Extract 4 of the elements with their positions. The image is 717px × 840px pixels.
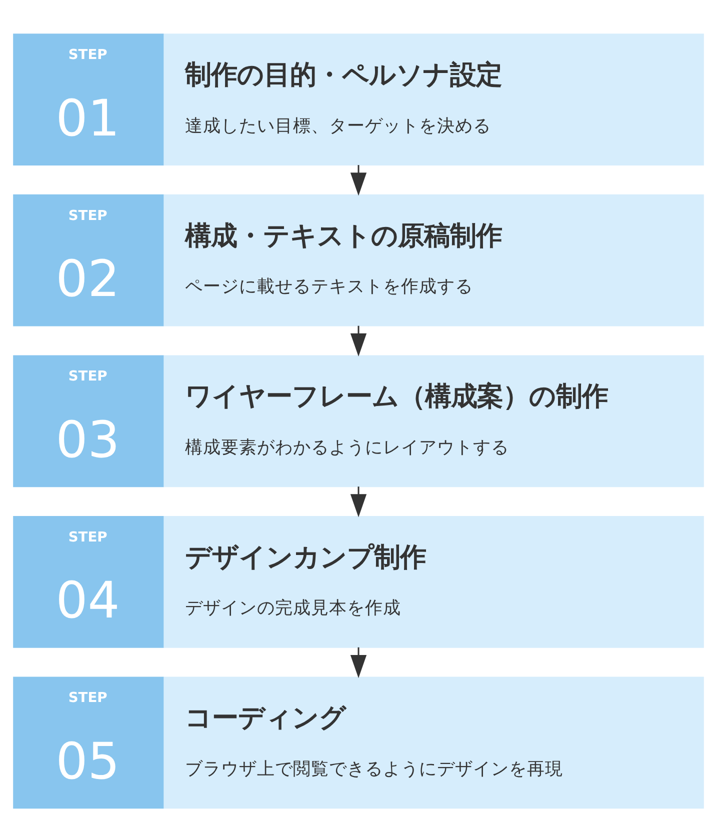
arrow	[350, 486, 367, 517]
arrow	[350, 325, 367, 356]
arrow	[350, 164, 367, 196]
arrow	[350, 646, 367, 678]
